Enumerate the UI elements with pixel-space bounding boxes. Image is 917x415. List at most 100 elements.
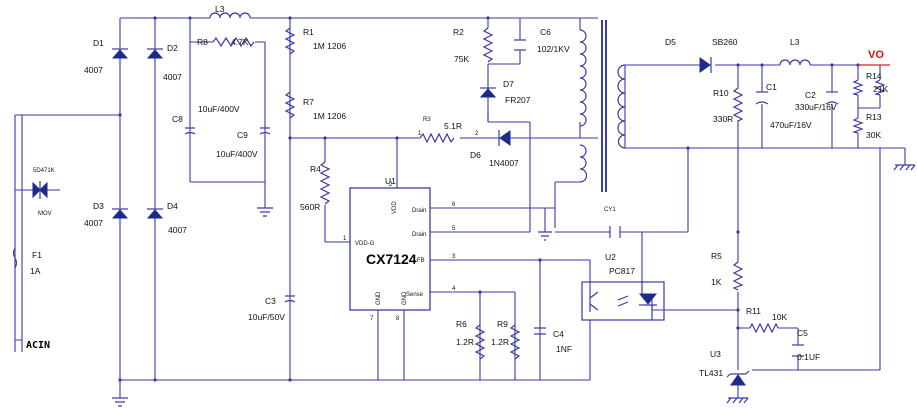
c2-ref: C2 bbox=[805, 90, 816, 100]
ic-u1-box bbox=[349, 187, 431, 311]
mov-ref: 5D471K bbox=[33, 168, 55, 174]
r3-pin1: 1 bbox=[418, 131, 422, 137]
r14-ref: R14 bbox=[866, 71, 882, 81]
r11-ref: R11 bbox=[746, 306, 761, 316]
u1-pin1: 1 bbox=[343, 236, 347, 242]
capacitor-cy1-symbol bbox=[609, 226, 621, 238]
r3-value: 5.1R bbox=[444, 121, 462, 131]
r3-pin2: 2 bbox=[475, 131, 479, 137]
r5-value: 1K bbox=[711, 277, 722, 287]
c4-value: 1NF bbox=[556, 344, 572, 354]
u2-value: PC817 bbox=[609, 266, 635, 276]
fuse-f1-symbol bbox=[12, 247, 18, 269]
c8-ref: C8 bbox=[172, 114, 183, 124]
mov-symbol bbox=[15, 181, 60, 199]
c6-ref: C6 bbox=[540, 27, 551, 37]
u1-pin3: 3 bbox=[452, 254, 456, 260]
diode-d3-symbol bbox=[111, 208, 129, 219]
c3-ref: C3 bbox=[265, 296, 276, 306]
diode-d6-symbol bbox=[498, 130, 511, 146]
c9-ref: C9 bbox=[237, 130, 248, 140]
r7-value: 1M 1206 bbox=[313, 111, 346, 121]
u2-ref: U2 bbox=[605, 252, 616, 262]
vo-label: VO bbox=[868, 49, 884, 61]
junction-dots bbox=[118, 16, 860, 382]
u1-pin5: 5 bbox=[452, 226, 456, 232]
d3-ref: D3 bbox=[93, 201, 104, 211]
r8-ref: R8 bbox=[197, 37, 208, 47]
r7-ref: R7 bbox=[303, 97, 314, 107]
diode-d7-symbol bbox=[479, 87, 497, 98]
optocoupler-u2-symbol bbox=[581, 281, 665, 321]
resistor-r14b-symbol bbox=[873, 79, 886, 96]
diode-d4-symbol bbox=[146, 208, 164, 219]
c2-value: 330uF/16V bbox=[795, 102, 837, 112]
inductor-l3-out-symbol bbox=[779, 59, 811, 66]
tl431-symbol bbox=[726, 370, 750, 386]
r11-value: 10K bbox=[772, 312, 787, 322]
u1-pin6: 6 bbox=[452, 202, 456, 208]
u1-pin4: 4 bbox=[452, 286, 456, 292]
r10-value: 330R bbox=[713, 114, 733, 124]
u1-pin-drain2: Drain bbox=[412, 232, 426, 238]
inductor-l3-in-symbol bbox=[209, 12, 251, 19]
d7-value: FR207 bbox=[505, 95, 531, 105]
capacitor-c9-symbol bbox=[259, 127, 271, 135]
labels: D1 4007 D2 4007 D3 4007 D4 4007 L3 R8 4.… bbox=[26, 4, 888, 378]
d4-value: 4007 bbox=[168, 225, 187, 235]
resistor-r2-symbol bbox=[482, 27, 494, 63]
resistor-r4-symbol bbox=[319, 161, 331, 205]
d1-value: 4007 bbox=[84, 65, 103, 75]
r6-ref: R6 bbox=[456, 319, 467, 329]
u1-pin2: 2 bbox=[389, 182, 393, 188]
c4-ref: C4 bbox=[553, 329, 564, 339]
r14-value: 21K bbox=[873, 84, 888, 94]
r13-ref: R13 bbox=[866, 112, 882, 122]
r9-value: 1.2R bbox=[491, 337, 509, 347]
acin-label: ACIN bbox=[26, 340, 50, 351]
u1-pin-vdd: VDD bbox=[392, 201, 398, 214]
capacitor-c5-symbol bbox=[792, 344, 804, 357]
resistor-r8-symbol bbox=[212, 36, 255, 48]
u1-pin-gnd1: GND bbox=[376, 291, 382, 305]
capacitor-c6-symbol bbox=[514, 39, 526, 51]
u3-value: TL431 bbox=[699, 368, 723, 378]
d6-ref: D6 bbox=[470, 150, 481, 160]
c5-ref: C5 bbox=[797, 328, 808, 338]
d5-value: SB260 bbox=[712, 37, 738, 47]
u1-ref: U1 bbox=[385, 176, 396, 186]
d6-value: 1N4007 bbox=[489, 158, 519, 168]
r4-ref: R4 bbox=[310, 164, 321, 174]
diode-d1-symbol bbox=[111, 48, 129, 59]
r2-ref: R2 bbox=[453, 27, 464, 37]
d4-ref: D4 bbox=[167, 201, 178, 211]
r4-value: 560R bbox=[300, 202, 320, 212]
diode-d5-symbol bbox=[699, 57, 712, 73]
d1-ref: D1 bbox=[93, 38, 104, 48]
capacitor-c8-symbol bbox=[184, 127, 196, 135]
resistor-r6-symbol bbox=[474, 324, 486, 360]
resistor-r1-symbol bbox=[284, 27, 296, 55]
d7-ref: D7 bbox=[503, 79, 514, 89]
transformer-symbol bbox=[579, 20, 626, 192]
u1-pin-sense: Sense bbox=[406, 292, 424, 298]
u1-pin7: 7 bbox=[370, 316, 374, 322]
r5-ref: R5 bbox=[711, 251, 722, 261]
ground-symbols bbox=[112, 164, 916, 407]
u1-pin-vddg: VDD-G bbox=[355, 241, 375, 247]
c9-value: 10uF/400V bbox=[216, 149, 258, 159]
resistor-r14-symbol bbox=[851, 79, 864, 96]
capacitor-c4-symbol bbox=[534, 327, 546, 335]
resistor-r13-symbol bbox=[851, 117, 864, 134]
resistor-r5-symbol bbox=[732, 261, 744, 291]
c6-value: 102/1KV bbox=[537, 44, 570, 54]
r1-value: 1M 1206 bbox=[313, 41, 346, 51]
f1-value: 1A bbox=[30, 266, 41, 276]
r13-value: 30K bbox=[866, 130, 881, 140]
resistor-r7-symbol bbox=[284, 91, 296, 119]
resistor-r10-symbol bbox=[732, 87, 744, 122]
u1-pin8: 8 bbox=[396, 316, 400, 322]
f1-ref: F1 bbox=[32, 250, 42, 260]
resistor-r11-symbol bbox=[749, 322, 779, 334]
